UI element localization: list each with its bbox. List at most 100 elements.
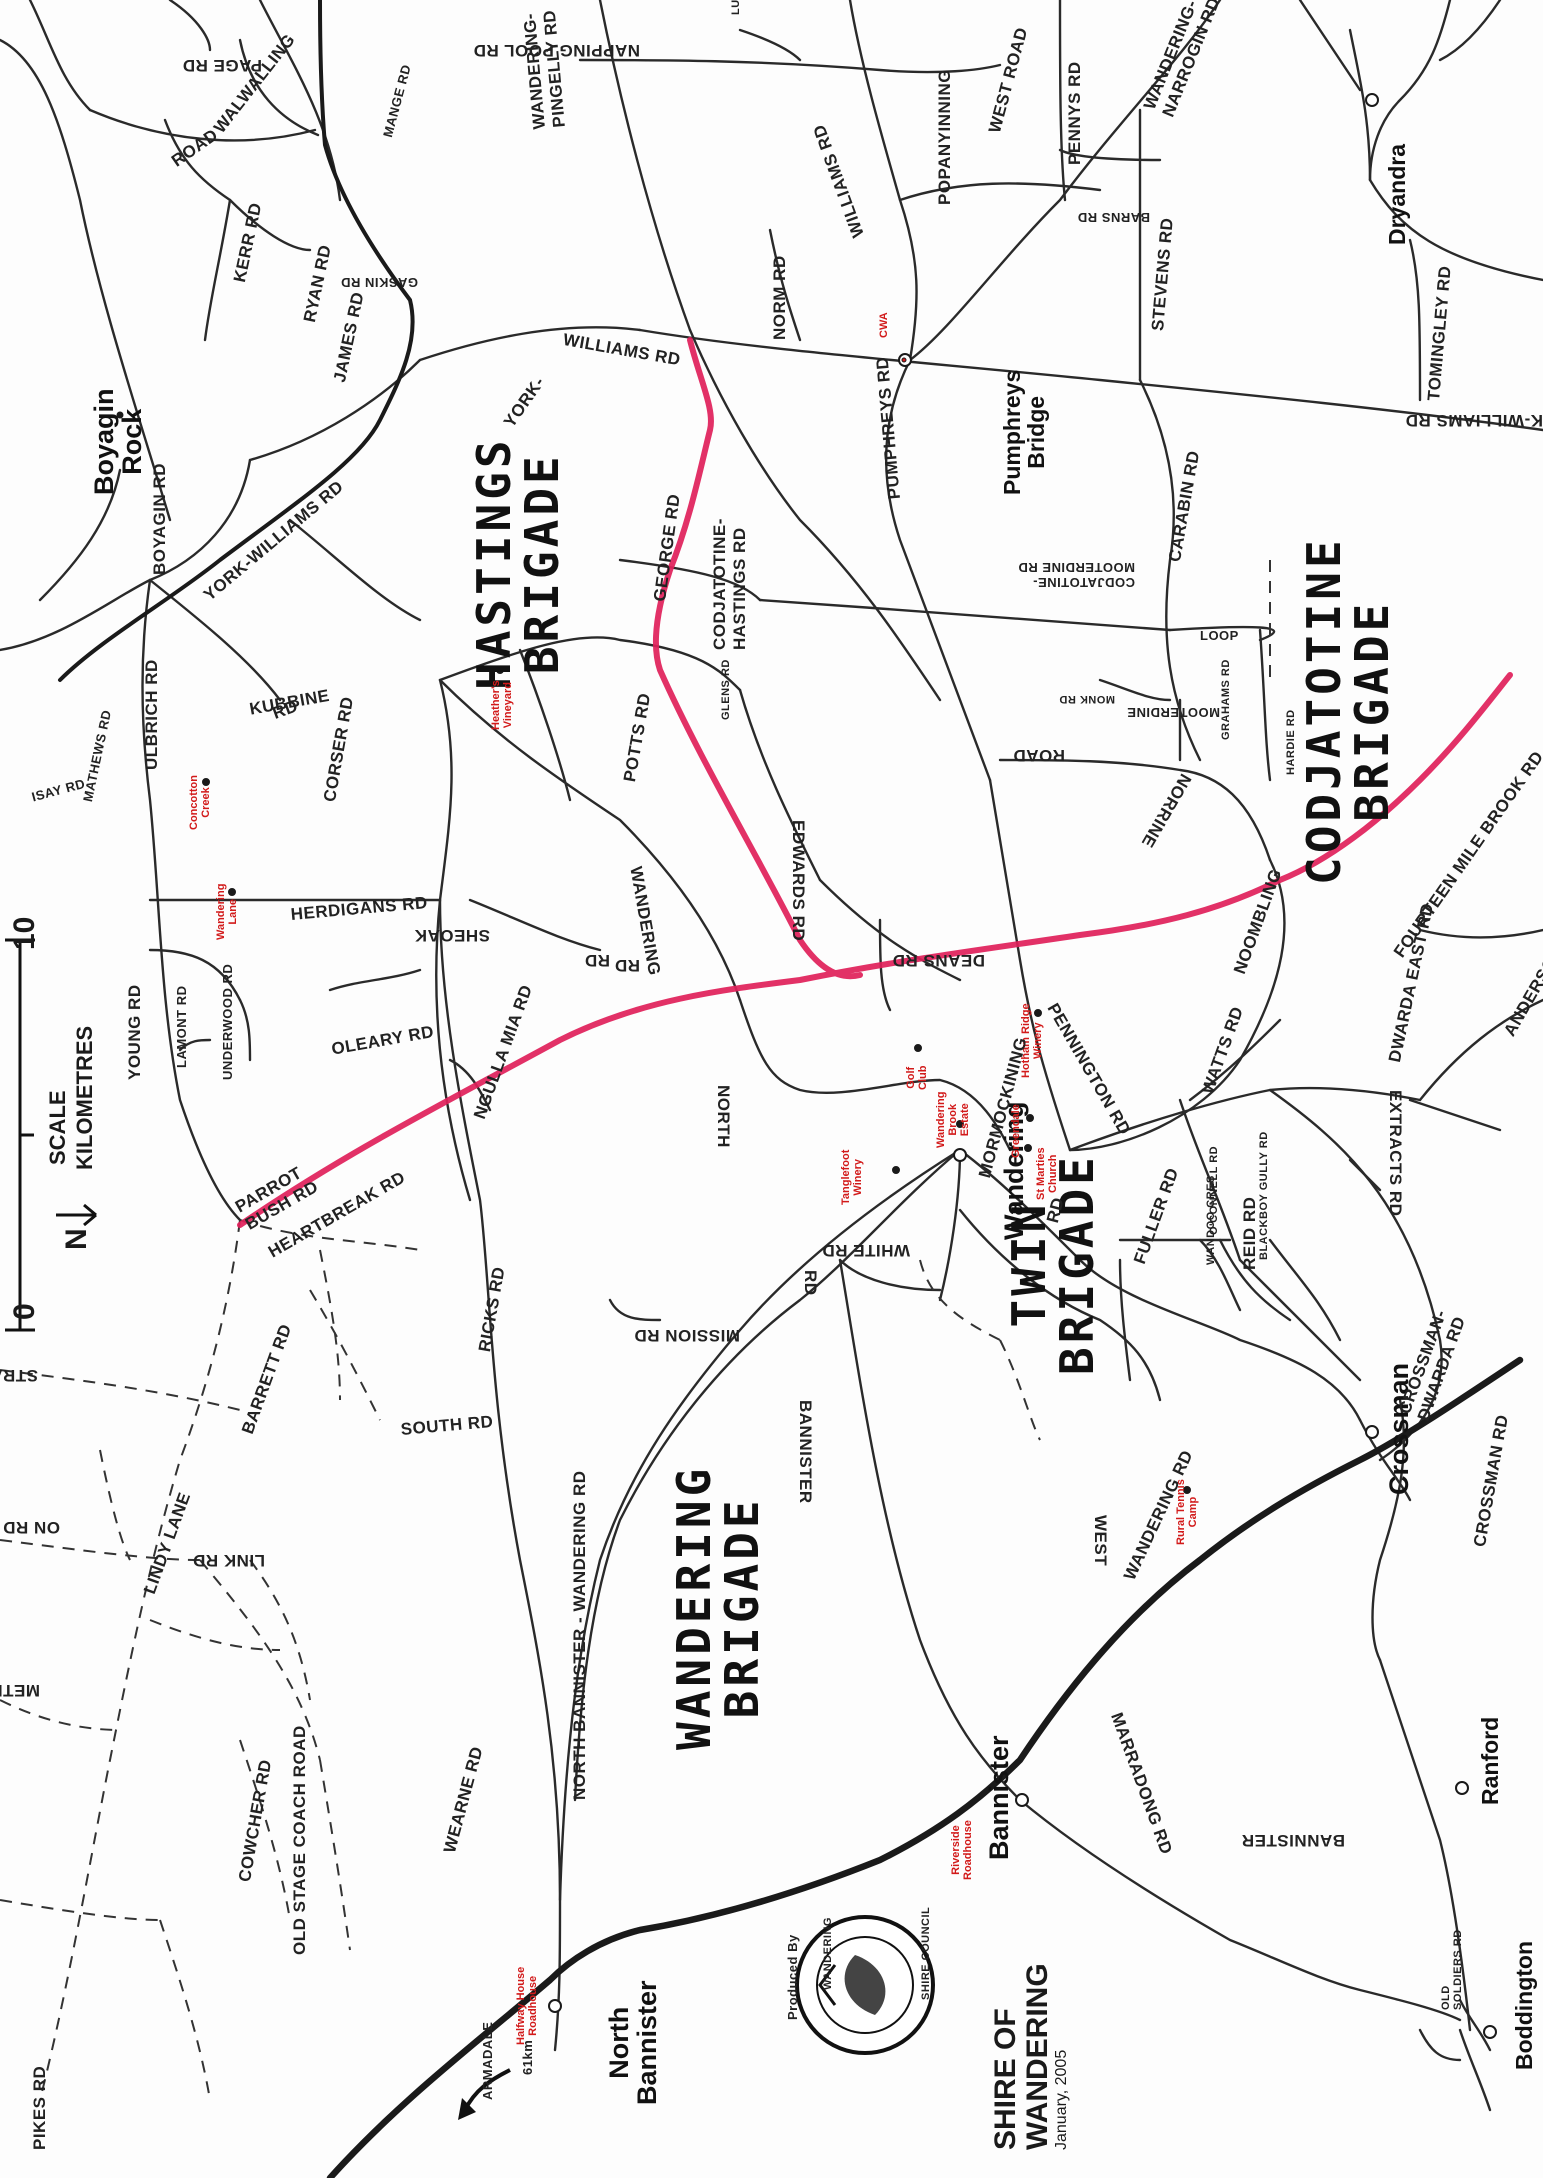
north-label: N <box>60 1228 93 1250</box>
town-label: Pumphreys Bridge <box>999 369 1050 495</box>
title-line-1: SHIRE OF <box>989 2008 1022 2150</box>
poi-label: Golf Club <box>905 1065 930 1090</box>
road-label: ROAD <box>1012 746 1065 765</box>
road-label: YOUNG RD <box>125 984 144 1080</box>
scale-zero-label: 0 <box>8 1303 41 1320</box>
road-label: NORTH <box>714 1085 733 1148</box>
road-label: DEANS RD <box>892 951 985 970</box>
road-label: SHEOAK <box>414 926 490 945</box>
road-label: ISAY RD <box>30 775 87 805</box>
road-label: MOOTERDINE <box>1126 705 1220 720</box>
road-label: BARNS RD <box>1077 210 1150 225</box>
road-label: MONK RD <box>1058 693 1115 705</box>
brigade-label: HASTINGS BRIGADE <box>467 436 570 690</box>
road-label: NORRINE <box>1137 770 1195 851</box>
brigade-label: CODJATOTINE BRIGADE <box>1297 536 1400 885</box>
road-label: STEVENS RD <box>1148 216 1177 332</box>
road-label: LUULETIZ RD <box>730 0 742 15</box>
road-label: YORK- <box>500 373 549 431</box>
poi-label: CWA <box>878 312 890 338</box>
destination-label: ARMADALE <box>480 2021 495 2100</box>
road-label: ROAD <box>168 125 222 171</box>
road-label: KERR RD <box>230 200 266 284</box>
road-label: WALWALLING <box>210 30 299 137</box>
road-label: PENNYS RD <box>1065 61 1084 165</box>
road-label: UNDERWOOD RD <box>220 963 235 1080</box>
poi-label: Concotton Creek <box>188 775 213 830</box>
road-label: LAMONT RD <box>174 985 189 1069</box>
road-label: CARABIN RD <box>1165 449 1204 564</box>
road-label: RD <box>584 951 610 970</box>
road-label: COWCHER RD <box>235 1757 276 1884</box>
road-label: EXTRACTS RD <box>1386 1090 1405 1217</box>
road-label: WILLIAMS RD <box>561 330 683 370</box>
scale-ten-label: 10 <box>8 916 41 950</box>
road-label: BANNISTER <box>796 1400 815 1504</box>
road-label: ANDERSONS <box>1500 932 1543 1040</box>
road-label: BARRETT RD <box>238 1321 296 1437</box>
road-label: EDWARDS RD <box>789 820 808 942</box>
road-label: WANDOO CRES <box>1205 1175 1217 1265</box>
road-label: NAPPING POOL RD <box>473 41 640 60</box>
title-line-2: WANDERING <box>1020 1963 1054 2150</box>
road-label: LINDY LANE <box>140 1489 195 1597</box>
road-label: WEARNE RD <box>440 1744 487 1855</box>
road-label: NOOMBLING <box>1230 866 1286 977</box>
road-label: WATTS RD <box>1198 1004 1248 1097</box>
road-label: WHITE RD <box>821 1241 910 1260</box>
road-label: MARRADONG RD <box>1107 1710 1177 1858</box>
road-label: NGULLA MIA RD <box>470 982 537 1122</box>
road-label: NORM RD <box>770 255 789 340</box>
road-label: K-WILLIAMS RD <box>1405 411 1543 430</box>
road-label: HERDIGANS RD <box>290 893 429 924</box>
road-label: BANNISTER <box>1241 1831 1345 1850</box>
road-label: CROSSMAN RD <box>1470 1413 1512 1549</box>
road-label: RD <box>801 1270 820 1296</box>
poi-label: Tanglefoot Winery <box>840 1149 865 1205</box>
title-date: January, 2005 <box>1053 2049 1070 2150</box>
poi-label: Wandering Lane <box>215 883 240 940</box>
poi-label: Wandering Brook Estate <box>935 1091 972 1148</box>
shire-seal <box>795 1915 935 2055</box>
road-label: REID RD <box>1240 1196 1259 1270</box>
poi-label: Heather's Vineyard <box>490 680 515 730</box>
road-label: GEORGE RD <box>650 492 684 603</box>
road-label: GRAHAMS RD <box>1220 659 1232 740</box>
road-label: BLACKBOY GULLY RD <box>1258 1131 1270 1260</box>
road-label: STRANGE R <box>0 1366 38 1385</box>
road-label: POTTS RD <box>620 691 655 784</box>
road-label: OLD SOLDIERS RD <box>1440 1929 1464 2010</box>
road-label: OLD STAGE COACH ROAD <box>290 1725 309 1955</box>
road-label: METRO RD <box>0 1681 40 1700</box>
road-label: LOOP <box>1200 628 1239 643</box>
town-label: Bannister <box>984 1735 1014 1860</box>
poi-label: St Marties Church <box>1035 1147 1060 1200</box>
road-label: WEST ROAD <box>985 25 1032 135</box>
road-label: NORTH BANNISTER - WANDERING RD <box>570 1470 589 1801</box>
road-label: WEST <box>1091 1515 1110 1567</box>
road-label: YORK-WILLIAMS RD <box>200 476 348 605</box>
road-label: TOMINGLEY RD <box>1424 264 1455 402</box>
road-label: WILLIAMS RD <box>809 121 868 240</box>
town-label: North Bannister <box>604 1980 663 2105</box>
road-label: FULLER RD <box>1130 1165 1183 1267</box>
town-label: Boddington <box>1511 1940 1537 2070</box>
road-label: OLEARY RD <box>330 1021 436 1059</box>
brigade-label: WANDERING BRIGADE <box>667 1464 770 1750</box>
road-label: WANDERING- PINGELLY RD <box>519 9 569 131</box>
road-label: GASKIN RD <box>340 275 418 290</box>
town-label: Boyagin Rock <box>89 388 148 495</box>
road-label: CORSER RD <box>320 695 358 804</box>
road-label: POPANYINNING <box>935 68 954 205</box>
scale-label: SCALE <box>45 1090 70 1165</box>
road-label: PUMPHREYS RD <box>872 355 904 500</box>
poi-label: Riverside Roadhouse <box>950 1820 975 1880</box>
road-label: ON RD <box>2 1518 60 1537</box>
distance-label: 61km <box>520 2039 535 2075</box>
road-label: ULBRICH RD <box>142 659 161 770</box>
road-label: JAMES RD <box>330 290 368 384</box>
